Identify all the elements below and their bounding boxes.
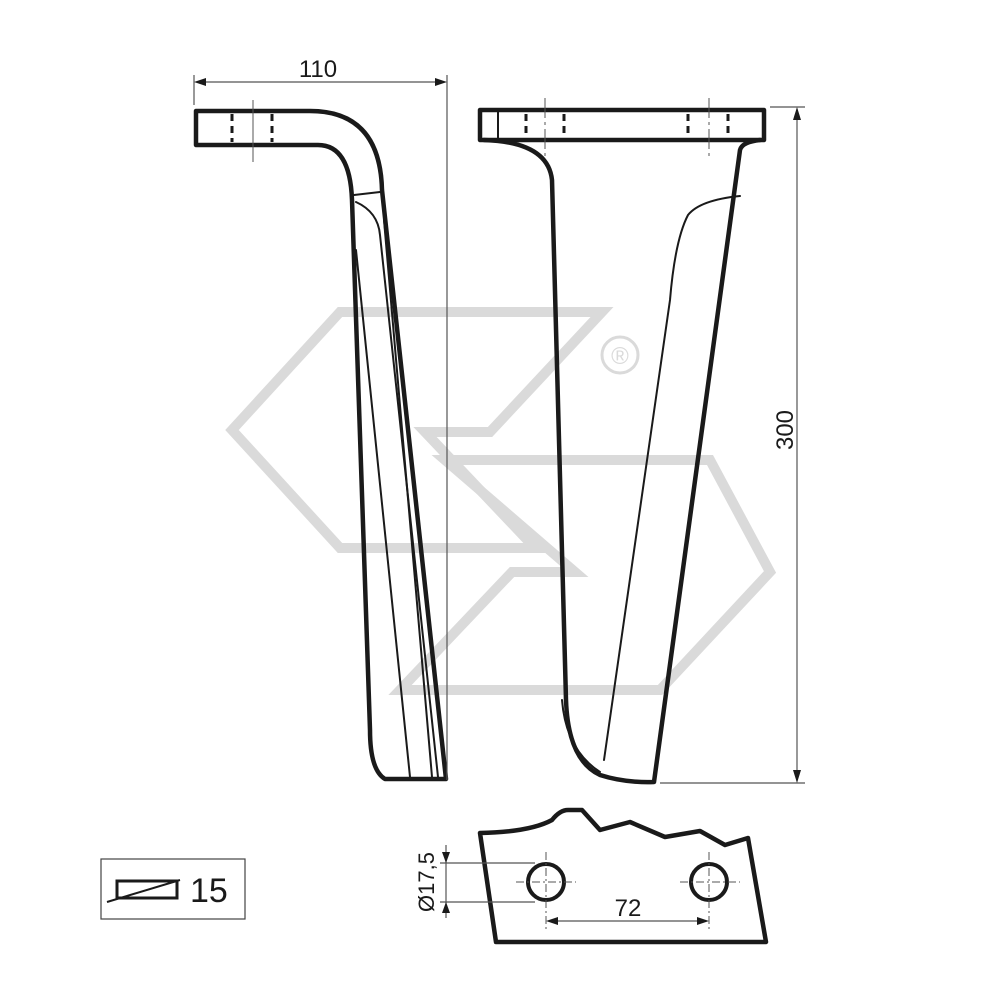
- height-dimension: 300: [660, 106, 805, 784]
- registered-mark: ®: [611, 343, 629, 370]
- watermark-logo: ®: [225, 307, 777, 695]
- side-view: [193, 100, 449, 782]
- thickness-box: 15: [100, 858, 246, 920]
- height-label: 300: [772, 410, 799, 450]
- thickness-value: 15: [190, 872, 228, 910]
- width-label: 110: [299, 56, 337, 83]
- hole-spacing-label: 72: [615, 895, 642, 922]
- front-view: [477, 98, 767, 785]
- hole-diameter-label: Ø17,5: [414, 852, 439, 912]
- flange-detail-view: Ø17,5 72: [414, 807, 769, 945]
- thickness-symbol-icon: [106, 879, 181, 903]
- registered-circle: [600, 335, 640, 375]
- width-dimension: 110: [193, 56, 448, 780]
